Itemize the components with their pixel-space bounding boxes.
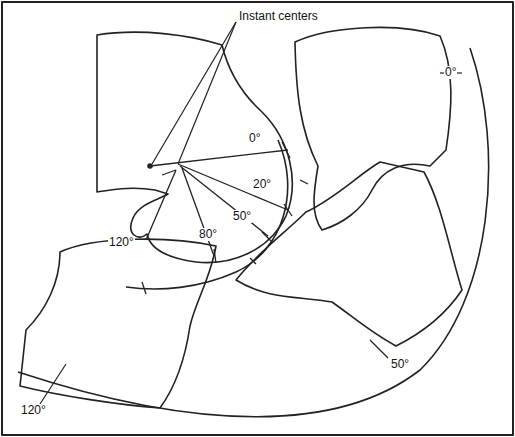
angle-label: 80° xyxy=(198,228,218,241)
angle-label: 120° xyxy=(108,236,135,249)
angle-label: 120° xyxy=(20,404,47,417)
femur-outline xyxy=(97,32,292,262)
tibia-50-outline xyxy=(236,162,462,346)
tibia-0-outline xyxy=(295,27,451,230)
leader-lines xyxy=(40,22,462,404)
centrode-path xyxy=(126,140,288,289)
angle-label: 0° xyxy=(444,66,457,79)
angle-label: 50° xyxy=(232,210,252,223)
instant-center-dot xyxy=(148,164,152,168)
angle-label: 50° xyxy=(390,358,410,371)
angle-label: 0° xyxy=(248,132,261,145)
center-rays xyxy=(146,150,288,256)
outer-arc xyxy=(18,48,489,417)
angle-label: 20° xyxy=(252,178,272,191)
callout-text: Instant centers xyxy=(238,10,319,23)
tick-marks xyxy=(142,142,308,294)
